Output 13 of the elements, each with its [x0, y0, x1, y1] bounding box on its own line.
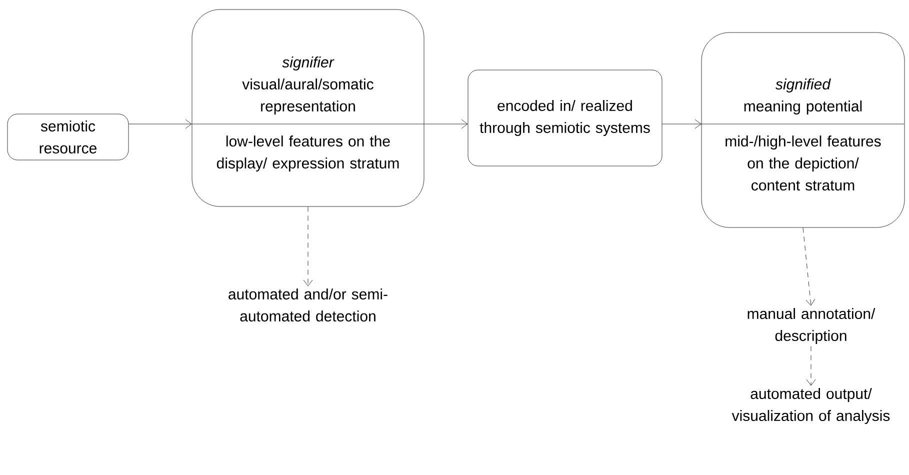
- process-box: signified meaning potential mid-/high-level features on the depiction/ content stratum: [700, 32, 905, 228]
- output-text: manual annotation/ description: [748, 308, 876, 344]
- output-text: automated and/or semi-automated detection: [228, 288, 388, 322]
- process-box: encoded in/ realized through semiotic systems: [468, 70, 662, 166]
- dashed-arrow: [303, 206, 313, 286]
- arrow: [424, 119, 468, 129]
- process-box: semiotic resource: [7, 114, 129, 160]
- arrow: [662, 119, 702, 129]
- output-text: automated output/ visualization of analysis: [732, 388, 890, 424]
- dashed-arrow: [802, 228, 816, 306]
- process-box: signifier visual/aural/somatic representation low-level features on the display/ expression stratum: [192, 9, 424, 207]
- dashed-arrow: [806, 346, 816, 386]
- arrow: [128, 119, 192, 129]
